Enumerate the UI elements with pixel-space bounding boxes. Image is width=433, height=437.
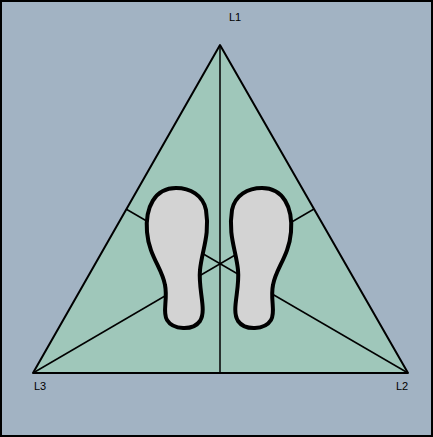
right-foot [231,188,291,328]
lead-label: L3 [34,381,46,392]
lead-label: L1 [229,12,241,23]
median-lines [33,45,408,373]
feet [147,188,292,328]
left-foot [147,188,207,328]
triangle [33,45,408,373]
median-line [219,45,221,373]
lead-label: L2 [396,381,408,392]
